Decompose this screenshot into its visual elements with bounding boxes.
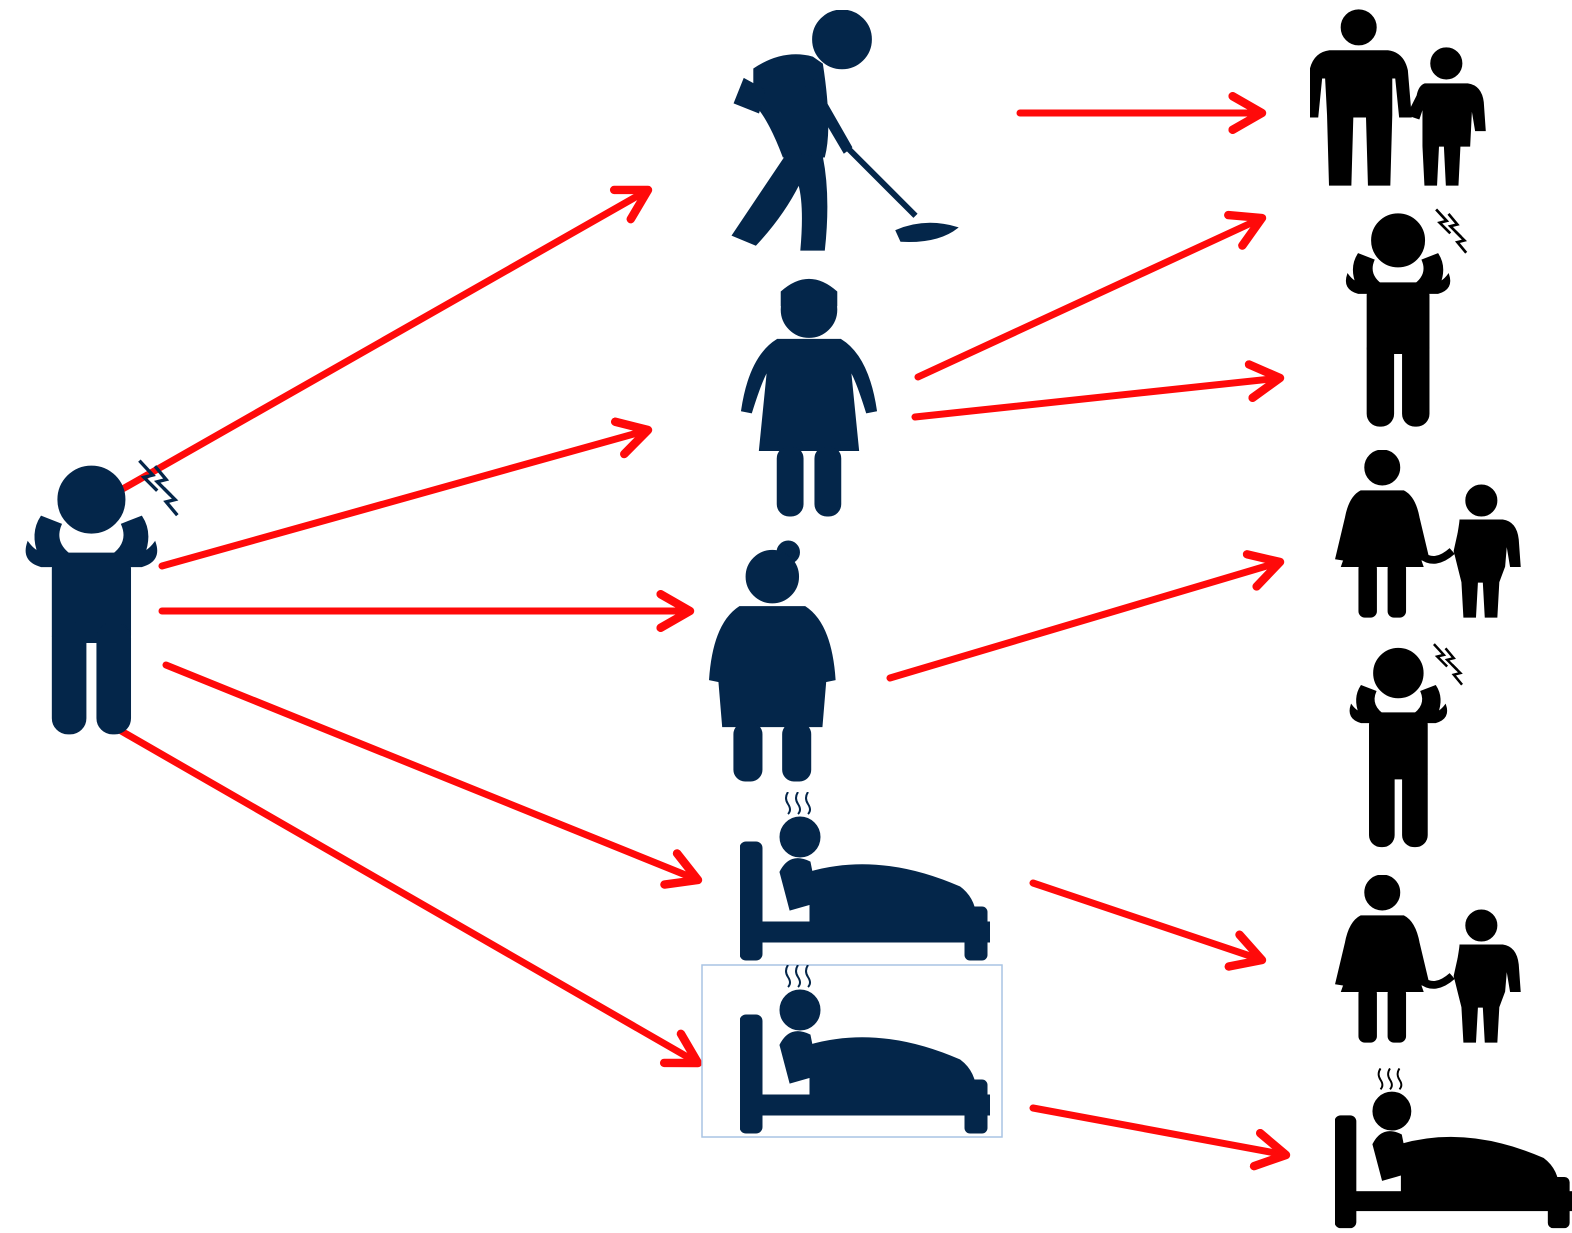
middle-column	[702, 10, 1002, 1137]
arrow-stressed-person-to-patient-2	[116, 728, 698, 1063]
arrow-patient-2-to-patient-right	[1033, 1108, 1286, 1155]
arrow-nurse-to-stressed-1	[915, 378, 1280, 417]
stressed-person-icon-shape	[26, 461, 177, 734]
adult-with-child-icon	[1306, 10, 1485, 185]
nurse-icon	[742, 279, 877, 516]
doctor-icon	[710, 541, 836, 781]
nurse-icon-shape	[742, 279, 877, 516]
sick-patient-in-bed-icon-shape	[1335, 1068, 1572, 1227]
sick-patient-in-bed-icon	[702, 965, 1002, 1137]
sick-patient-in-bed-icon	[740, 792, 990, 960]
cleaner-mopping-icon-shape	[732, 10, 957, 250]
stressed-person-icon	[26, 461, 177, 734]
mother-with-child-icon-shape	[1336, 450, 1521, 617]
stressed-person-icon	[26, 461, 177, 734]
stressed-person-icon	[1346, 209, 1466, 426]
mother-with-child-icon	[1336, 450, 1521, 617]
adult-with-child-icon-shape	[1306, 10, 1485, 185]
arrow-stressed-person-to-patient-1	[166, 665, 698, 880]
sick-patient-in-bed-icon-shape	[740, 965, 990, 1133]
arrow-doctor-to-mother-child-1	[890, 562, 1280, 678]
mother-with-child-icon-shape	[1336, 875, 1521, 1042]
arrow-nurse-to-stressed-1	[918, 218, 1262, 377]
arrow-stressed-person-to-nurse	[162, 430, 648, 566]
stressed-person-icon-shape	[1346, 209, 1466, 426]
stressed-person-icon	[1350, 644, 1462, 847]
sick-patient-in-bed-icon	[1335, 1068, 1572, 1227]
arrows	[112, 113, 1286, 1155]
sick-patient-in-bed-icon-shape	[740, 792, 990, 960]
right-column	[1306, 10, 1572, 1228]
arrow-patient-1-to-mother-child-2	[1033, 883, 1262, 960]
stressed-person-icon-shape	[1350, 644, 1462, 847]
mother-with-child-icon	[1336, 875, 1521, 1042]
cleaner-mopping-icon	[732, 10, 957, 250]
doctor-icon-shape	[710, 541, 836, 781]
